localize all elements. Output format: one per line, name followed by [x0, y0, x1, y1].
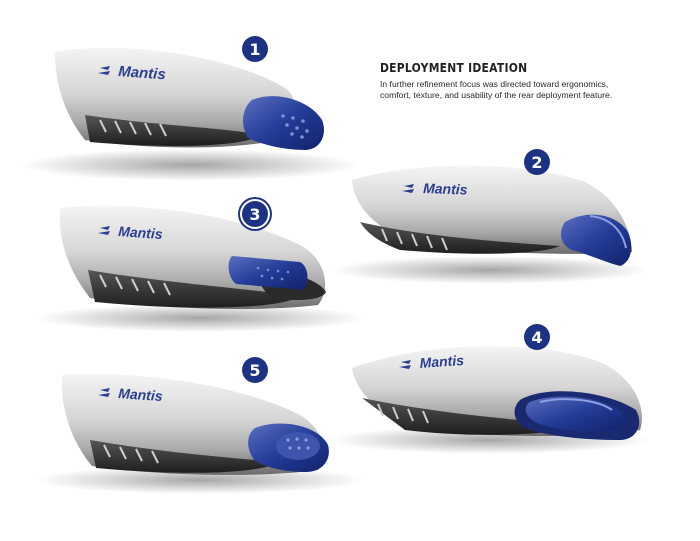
description-line-1: In further refinement focus was directed… [380, 79, 609, 89]
concept-1-logo: Mantis [118, 63, 167, 83]
concept-4-body [352, 346, 642, 436]
concept-2-grip [360, 222, 560, 254]
concept-3-number: 3 [249, 204, 261, 224]
description: In further refinement focus was directed… [380, 79, 680, 101]
concept-1-cap-dots [281, 114, 309, 139]
concept-4-logo: Mantis [419, 352, 465, 371]
concept-1-grip [85, 115, 260, 146]
concept-3-ribs [99, 274, 171, 296]
concept-1-badge: 1 [242, 36, 268, 62]
concept-2-ribs [381, 228, 448, 251]
concept-1-logo-mark [98, 66, 110, 75]
concept-2-hook-highlight [589, 215, 627, 249]
concept-2-rear-hook [560, 214, 632, 266]
concept-3-logo-mark [98, 226, 110, 235]
concept-2-badge: 2 [524, 149, 550, 175]
concept-4-thumb-pad [525, 396, 623, 432]
concept-5-grip [90, 440, 280, 473]
concept-5-rear-housing [248, 423, 329, 472]
page-title: DEPLOYMENT IDEATION [380, 60, 528, 75]
concept-3-slide-track [250, 269, 326, 300]
concept-4-grip [362, 398, 580, 435]
concept-2-number: 2 [531, 152, 543, 172]
concept-2-shadow [330, 256, 650, 284]
concept-1-ribs [99, 119, 167, 137]
concept-1-body [55, 47, 296, 148]
concept-5-body [61, 374, 325, 475]
concept-5-number: 5 [249, 360, 261, 380]
concept-5-logo: Mantis [118, 385, 164, 404]
header: DEPLOYMENT IDEATION In further refinemen… [380, 60, 680, 101]
concept-5-logo-mark [98, 388, 110, 397]
concept-3-body [59, 205, 326, 310]
concept-5-ribs [103, 444, 159, 464]
concept-1-rear-cap [243, 96, 325, 150]
concept-3-slide-button [228, 256, 308, 290]
concept-3-button-texture [256, 266, 290, 281]
concept-3-shadow [35, 304, 365, 332]
concept-2-body [352, 165, 632, 254]
description-line-2: comfort, texture, and usability of the r… [380, 90, 613, 100]
concept-5-badge: 5 [242, 357, 268, 383]
concept-4-pad-highlight [539, 398, 613, 411]
concept-1-shadow [20, 149, 360, 181]
concept-2-logo-mark [402, 184, 414, 193]
concept-3-logo: Mantis [118, 223, 164, 242]
concept-5-dome-button [276, 432, 320, 460]
concept-5-shadow [35, 466, 365, 494]
concept-5-button-dots [286, 437, 310, 450]
concept-3-badge: 3 [242, 201, 268, 227]
concept-4-rear-socket [514, 391, 640, 440]
concept-4-shadow [330, 426, 650, 454]
concept-4-number: 4 [531, 327, 543, 347]
concept-2-logo: Mantis [423, 180, 468, 198]
concept-4-badge: 4 [524, 324, 550, 350]
concept-1-number: 1 [249, 39, 261, 59]
concept-4-ribs [377, 403, 429, 424]
concept-3-grip [88, 270, 300, 308]
concept-4-logo-mark [399, 360, 411, 369]
